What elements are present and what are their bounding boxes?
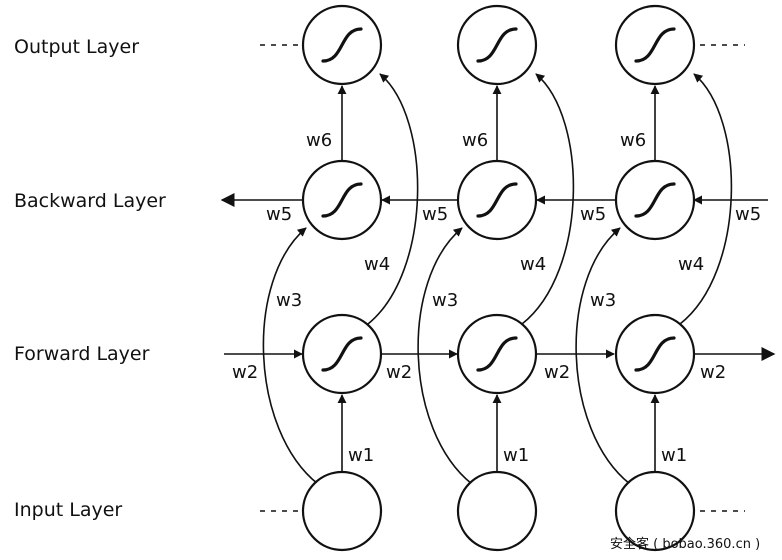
w3-label-1: w3 [276,290,302,311]
output-node-1 [301,4,383,86]
sigmoid-icon [321,336,363,372]
w2-label-4: w2 [700,362,726,383]
edge-input-backward-1 [262,227,319,485]
w5-label-4: w5 [735,204,761,225]
input-node-3 [614,470,696,552]
w4-label-2: w4 [520,254,546,275]
w5-label-1: w5 [266,204,292,225]
sigmoid-icon [321,182,363,218]
w1-label-2: w1 [503,445,529,466]
input-layer-label: Input Layer [14,499,122,521]
input-node-2 [456,470,538,552]
output-node-2 [456,4,538,86]
w6-label-2: w6 [462,130,488,151]
sigmoid-icon [634,182,676,218]
w3-label-3: w3 [590,290,616,311]
forward-layer-label: Forward Layer [14,343,150,365]
input-node-1 [301,470,383,552]
w2-label-3: w2 [544,362,570,383]
w4-label-3: w4 [678,254,704,275]
w2-label-1: w2 [232,362,258,383]
w1-label-1: w1 [348,445,374,466]
forward-node-2 [456,313,538,395]
w4-label-1: w4 [364,254,390,275]
backward-node-2 [456,159,538,241]
sigmoid-icon [321,27,363,63]
output-node-3 [614,4,696,86]
output-layer-label: Output Layer [14,36,139,58]
backward-node-1 [301,159,383,241]
edge-input-backward-2 [417,227,473,485]
w5-label-2: w5 [422,204,448,225]
edge-forward-output-1 [367,73,419,325]
w6-label-1: w6 [306,130,332,151]
backward-node-3 [614,159,696,241]
backward-layer-label: Backward Layer [14,190,166,212]
sigmoid-icon [476,336,518,372]
edge-forward-output-2 [521,73,575,325]
sigmoid-icon [476,182,518,218]
edge-forward-output-3 [679,73,733,325]
watermark: 安全客 ( bobao.360.cn ) [610,536,760,552]
forward-node-3 [614,313,696,395]
edge-input-backward-3 [575,227,631,485]
w6-label-3: w6 [620,130,646,151]
sigmoid-icon [634,27,676,63]
sigmoid-icon [476,27,518,63]
sigmoid-icon [634,336,676,372]
w3-label-2: w3 [432,290,458,311]
w5-label-3: w5 [580,204,606,225]
forward-node-1 [301,313,383,395]
w2-label-2: w2 [386,362,412,383]
w1-label-3: w1 [661,445,687,466]
